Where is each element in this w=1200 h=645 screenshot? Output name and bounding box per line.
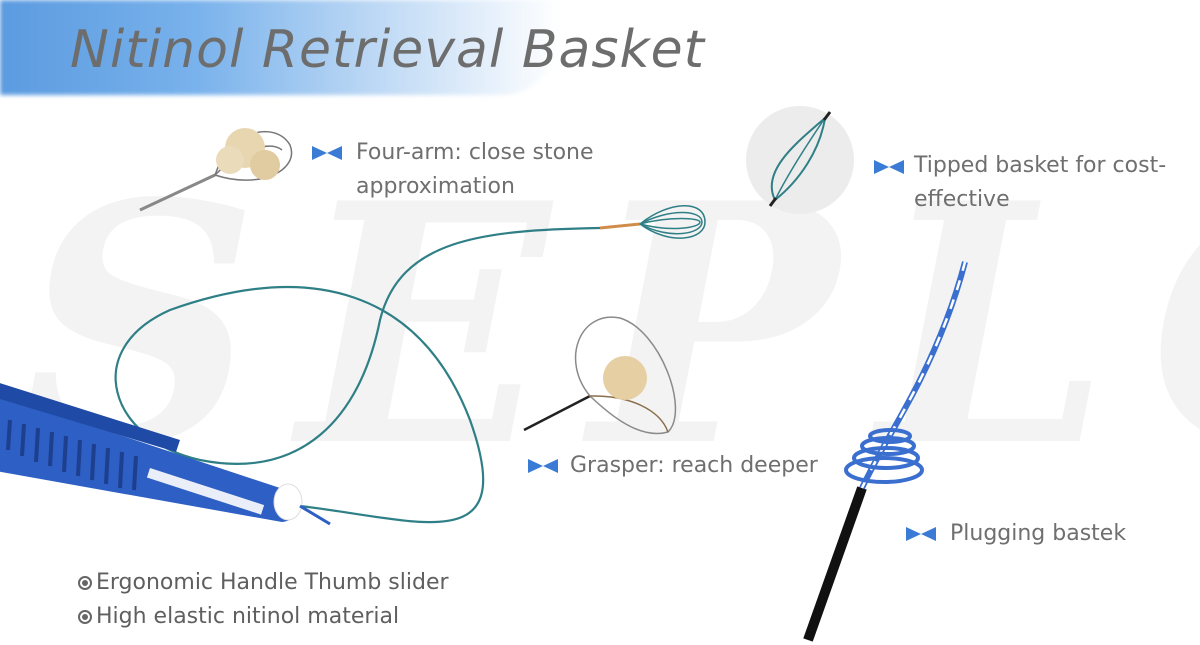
catheter-wire (114, 226, 601, 524)
plugging-basket-image (803, 261, 968, 642)
circle-bullet-icon (78, 576, 92, 590)
label-tipped-line1: Tipped basket for cost- (914, 153, 1167, 178)
feature-text: High elastic nitinol material (96, 604, 400, 629)
label-four-arm-line1: Four-arm: close stone (356, 140, 594, 165)
label-grasper: Grasper: reach deeper (570, 453, 818, 478)
grasper-image (523, 316, 677, 435)
four-arm-basket-image (139, 128, 293, 212)
bow-bullet-icon (312, 146, 342, 160)
label-four-arm: Four-arm: close stone approximation (356, 136, 594, 204)
handle (0, 383, 331, 526)
bow-bullet-icon (874, 160, 904, 174)
bow-bullet-icon (528, 459, 558, 473)
title-banner (0, 0, 560, 95)
brand-watermark: SEPLOU (20, 175, 1200, 475)
label-tipped-line2: effective (914, 187, 1010, 212)
label-plugging: Plugging bastek (950, 521, 1127, 546)
tipped-basket-image (746, 106, 854, 214)
feature-item: Ergonomic Handle Thumb slider (78, 566, 449, 600)
circle-bullet-icon (78, 610, 92, 624)
feature-item: High elastic nitinol material (78, 600, 449, 634)
feature-text: Ergonomic Handle Thumb slider (96, 570, 449, 595)
basket-top (639, 205, 706, 239)
feature-list: Ergonomic Handle Thumb slider High elast… (78, 566, 449, 634)
label-four-arm-line2: approximation (356, 174, 515, 199)
page-title: Nitinol Retrieval Basket (70, 20, 705, 80)
label-tipped: Tipped basket for cost- effective (914, 149, 1166, 217)
bow-bullet-icon (906, 527, 936, 541)
